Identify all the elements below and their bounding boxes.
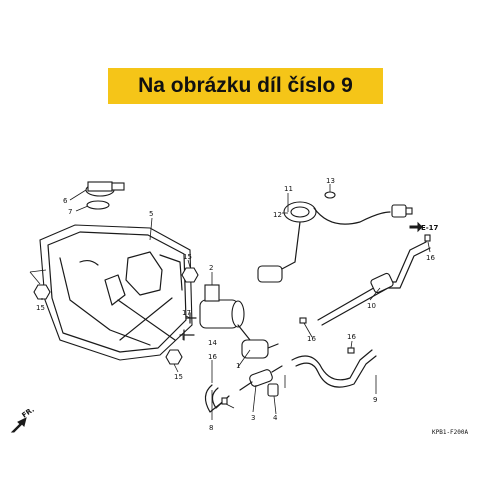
fuel-filter-lower[interactable]	[239, 365, 283, 391]
callout-3: 3	[251, 414, 255, 422]
callout-10: 10	[367, 302, 376, 310]
callout-11: 11	[284, 185, 293, 193]
nut-15-a[interactable]	[33, 284, 51, 300]
part-number-banner: Na obrázku díl číslo 9	[108, 68, 383, 104]
fuel-tank[interactable]	[39, 224, 193, 361]
callout-15-left: 15	[36, 304, 45, 312]
clip-16-a[interactable]	[221, 397, 228, 405]
callout-16-c: 16	[347, 333, 356, 341]
fuel-hose-part-9[interactable]	[291, 349, 377, 388]
nut-15-b[interactable]	[181, 267, 199, 283]
breather-tube[interactable]	[317, 241, 431, 326]
callout-13: 13	[326, 177, 335, 185]
arrow-right-icon	[409, 221, 423, 233]
callout-8: 8	[209, 424, 213, 432]
front-direction-label: FR.	[21, 406, 36, 420]
clip-16-d[interactable]	[424, 234, 431, 242]
callout-16-a: 16	[208, 353, 217, 361]
filler-cap[interactable]	[85, 181, 125, 210]
diagram-code: KPB1-F200A	[432, 429, 469, 436]
nut-15-c[interactable]	[165, 349, 183, 365]
callout-14: 14	[208, 339, 217, 347]
callout-17: 17	[182, 309, 191, 317]
callout-6: 6	[63, 197, 68, 205]
clip-16-b[interactable]	[299, 317, 307, 324]
callout-5: 5	[149, 210, 153, 218]
arrow-left-down-icon	[10, 417, 27, 433]
fuel-filter[interactable]	[241, 339, 279, 359]
callout-2: 2	[209, 264, 213, 272]
callout-1: 1	[236, 362, 240, 370]
callout-12: 12	[273, 211, 282, 219]
fuel-gauge-unit[interactable]	[257, 191, 413, 283]
reference-mark: E-17	[421, 224, 439, 232]
callout-7: 7	[68, 208, 72, 216]
fuel-hose-part-8[interactable]	[204, 384, 230, 413]
banner-text: Na obrázku díl číslo 9	[138, 74, 353, 97]
bolt-14[interactable]	[179, 329, 195, 341]
callout-9: 9	[373, 396, 377, 404]
callout-15-lower: 15	[174, 373, 183, 381]
clip-16-c[interactable]	[347, 347, 355, 354]
callout-16-b: 16	[307, 335, 316, 343]
callout-15-upper: 15	[183, 253, 192, 261]
hose-clip[interactable]	[267, 383, 279, 397]
leader-lines	[29, 184, 431, 420]
callout-4: 4	[273, 414, 278, 422]
callout-16-d: 16	[426, 254, 435, 262]
fuel-pump[interactable]	[199, 284, 251, 341]
